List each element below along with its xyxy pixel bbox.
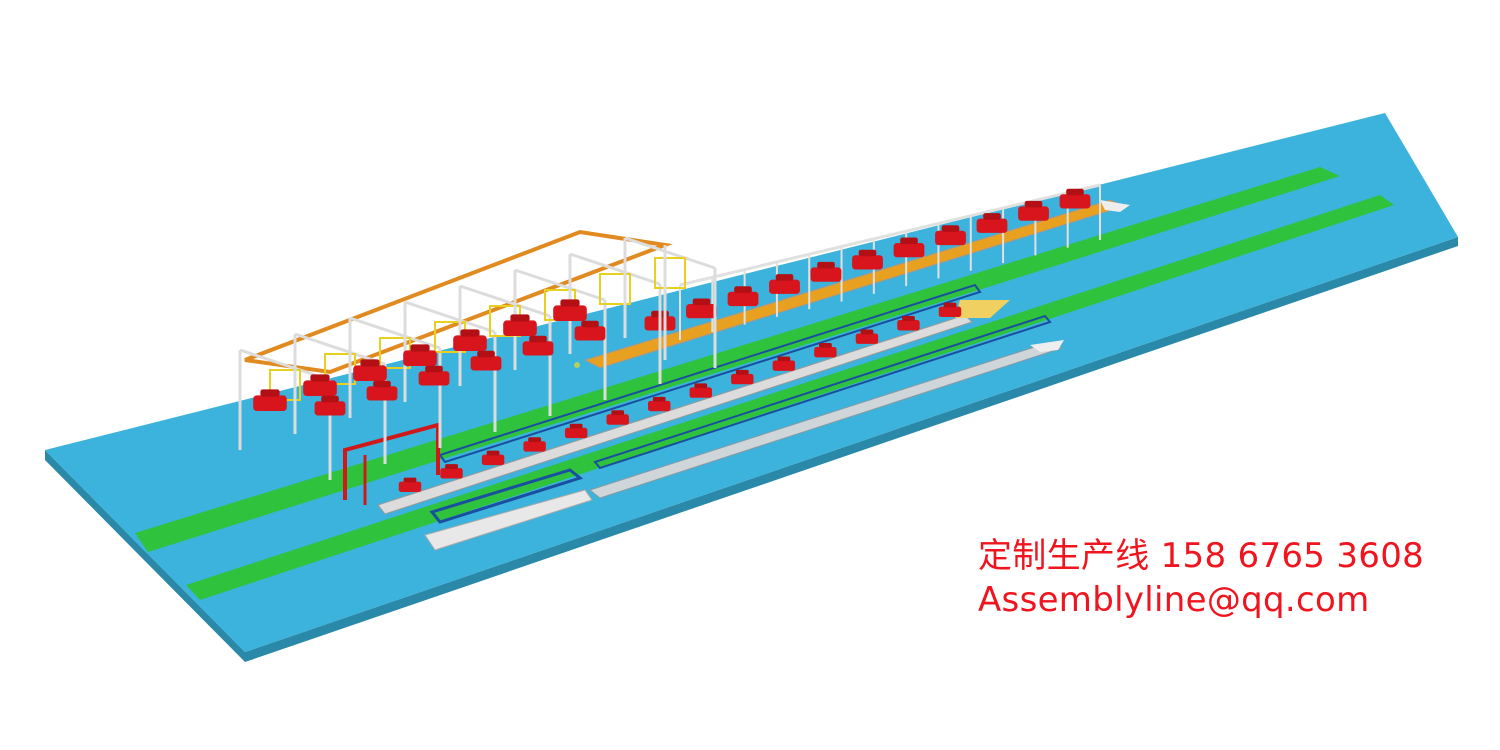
car-cabin (410, 344, 430, 352)
gantry-beam (569, 252, 661, 286)
red-car-body (253, 395, 287, 411)
contact-email-text: Assemblyline@qq.com (978, 580, 1370, 620)
yellow-hanger (654, 257, 686, 289)
yellow-hanger (599, 273, 631, 305)
red-car-body (314, 401, 346, 416)
car-cabin (902, 316, 915, 321)
conveyor-end (1100, 200, 1130, 212)
yellow-ramp (955, 300, 1010, 318)
green-lane-stripe (186, 195, 1394, 600)
red-cart (814, 346, 837, 358)
car-cabin (528, 437, 542, 443)
car-cabin (403, 477, 417, 483)
red-car-body (810, 267, 842, 282)
red-cart (731, 373, 754, 385)
car-cabin (529, 335, 547, 343)
car-cabin (477, 350, 495, 358)
gantry-beam (459, 284, 551, 318)
red-car-body (935, 230, 966, 246)
red-cart (398, 481, 422, 492)
car-cabin (425, 365, 443, 373)
car-cabin (360, 359, 380, 367)
red-cart (523, 441, 546, 452)
car-cabin (321, 395, 339, 403)
cart-conveyor (377, 314, 973, 515)
red-cart (481, 454, 505, 466)
car-cabin (941, 225, 960, 232)
red-car-body (470, 356, 502, 371)
car-cabin (560, 299, 580, 307)
car-cabin (373, 380, 391, 388)
car-cabin (460, 329, 480, 337)
red-car-body (686, 304, 717, 319)
car-cabin (777, 356, 791, 362)
red-cart (938, 306, 962, 317)
car-cabin (943, 302, 957, 308)
red-car-body (553, 305, 587, 321)
car-cabin (581, 320, 599, 328)
car-cabin (734, 286, 752, 293)
car-cabin (569, 423, 583, 429)
red-car-body (727, 291, 759, 307)
red-car-body (1059, 194, 1091, 209)
red-car-body (418, 371, 450, 386)
worker-figure (574, 362, 580, 368)
red-cart (772, 360, 796, 371)
conveyor-ramp (1030, 340, 1064, 352)
red-car-body (353, 365, 387, 381)
red-car-body (1018, 206, 1049, 221)
red-car-body (852, 255, 883, 270)
long-conveyor (588, 341, 1064, 499)
red-cart (897, 320, 920, 331)
red-car-body (976, 218, 1008, 233)
car-cabin (1066, 188, 1084, 196)
car-cabin (735, 369, 749, 375)
red-car-body (303, 380, 337, 396)
red-car-body (893, 243, 925, 258)
red-gantry-frame (343, 422, 440, 500)
red-cart (855, 333, 879, 344)
car-cabin (310, 374, 330, 382)
car-cabin (818, 342, 832, 348)
red-car-body (769, 279, 800, 294)
gantry-beam (624, 236, 716, 270)
car-cabin (445, 464, 458, 469)
gantry-beam (514, 268, 606, 302)
inspection-frame (429, 468, 584, 524)
red-cart (689, 387, 712, 398)
red-car-body (522, 341, 554, 356)
car-cabin (510, 314, 530, 322)
red-car-body (403, 350, 437, 366)
car-cabin (775, 274, 794, 281)
contact-phone-text: 定制生产线 158 6765 3608 (978, 536, 1425, 576)
red-cart (564, 427, 588, 439)
car-cabin (858, 249, 877, 257)
production-line-equipment (238, 183, 1130, 551)
inspection-platform (424, 489, 593, 551)
red-cart (648, 400, 671, 412)
blue-fixture-frame (593, 314, 1052, 470)
car-cabin (900, 237, 918, 245)
red-cart (606, 414, 629, 425)
gantry-beam (404, 300, 496, 334)
car-cabin (983, 213, 1001, 220)
car-cabin (652, 396, 666, 402)
car-cabin (817, 261, 835, 269)
car-cabin (611, 410, 625, 416)
red-car-body (503, 320, 537, 336)
car-cabin (1024, 200, 1043, 208)
car-cabin (486, 450, 500, 456)
gantry-beam (349, 316, 441, 350)
red-car-body (574, 326, 606, 341)
red-car-body (453, 335, 487, 351)
blue-fixture-frame (438, 283, 982, 464)
car-cabin (860, 329, 874, 335)
red-cart (440, 468, 463, 479)
red-car-body (366, 386, 398, 401)
gantry-beam (294, 332, 386, 366)
car-cabin (692, 298, 711, 306)
car-cabin (694, 383, 708, 389)
car-cabin (260, 389, 280, 397)
